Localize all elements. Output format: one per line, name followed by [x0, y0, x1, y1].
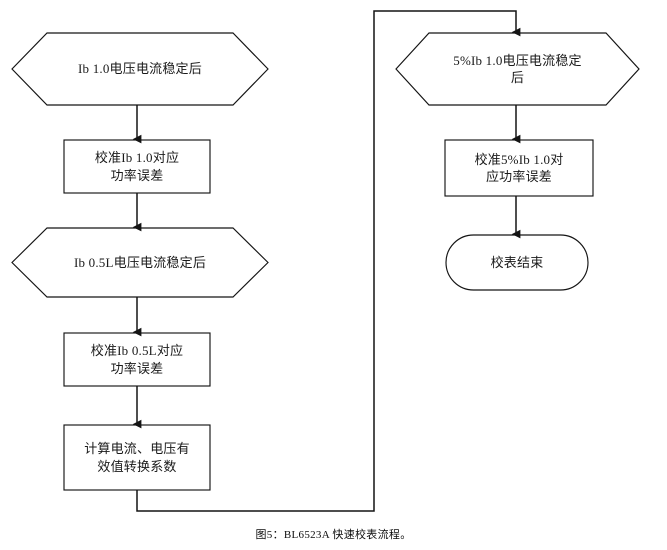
shape-left-rect-2[interactable] — [63, 332, 211, 387]
shape-left-rect-1[interactable] — [63, 139, 211, 194]
shape-left-hex-2[interactable] — [11, 227, 269, 298]
shape-left-hex-1[interactable] — [11, 32, 269, 106]
shape-right-hex-1[interactable] — [395, 32, 640, 106]
shape-right-rect-1[interactable] — [444, 139, 594, 197]
connector-loopback-to-right-hex1 — [136, 10, 521, 512]
figure-caption: 图5：BL6523A 快速校表流程。 — [255, 529, 412, 541]
shape-left-rect-3[interactable] — [63, 424, 211, 491]
shape-right-terminal[interactable] — [445, 234, 589, 291]
